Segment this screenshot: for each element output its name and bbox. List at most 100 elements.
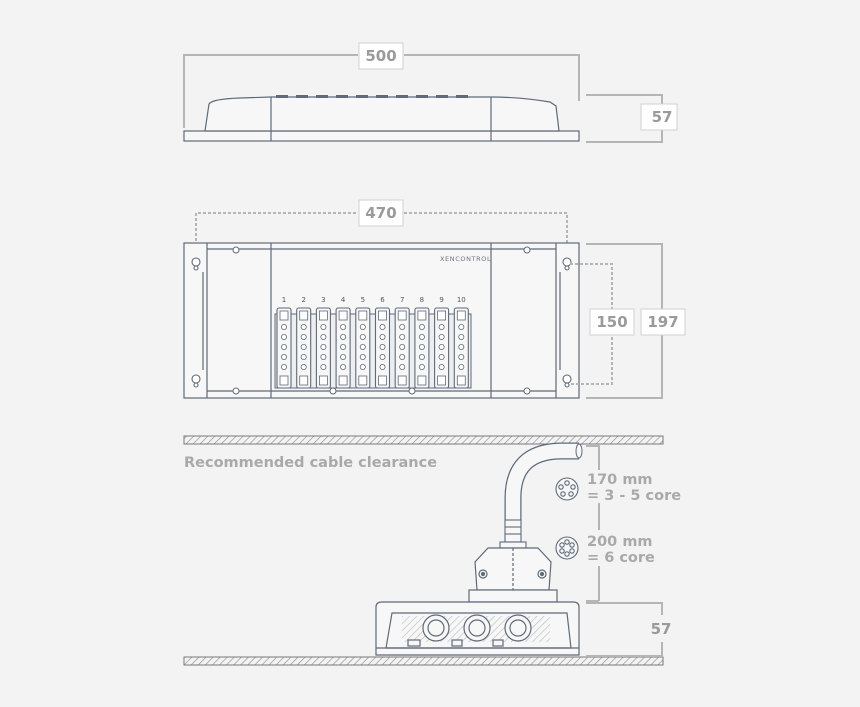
terminal-clamp	[358, 375, 368, 386]
clearance-view: Recommended cable clearance	[183, 435, 681, 666]
terminal-screw	[379, 333, 386, 340]
terminal-screw	[418, 353, 425, 360]
terminal-screw	[320, 363, 327, 370]
top-view: 500 57	[183, 42, 678, 143]
terminal-block: 9	[434, 296, 450, 389]
terminal-screw	[359, 323, 366, 330]
channel-label: 3	[321, 296, 325, 304]
top-width-label: 500	[365, 47, 396, 65]
spec-5core-length: 170 mm	[587, 472, 653, 488]
terminal-screw	[418, 333, 425, 340]
spec-6core-length: 200 mm	[587, 534, 653, 550]
terminal-clamp	[338, 375, 348, 386]
terminal-clamp	[437, 375, 447, 386]
terminal-screw	[418, 323, 425, 330]
channel-label: 2	[301, 296, 305, 304]
cable-end	[575, 443, 583, 459]
terminal-screw	[458, 323, 465, 330]
mount-height-label: 150	[596, 313, 627, 331]
terminal-clamp	[456, 310, 466, 321]
terminal-clamp	[358, 310, 368, 321]
terminal-screw	[280, 323, 287, 330]
terminal-clamp	[279, 375, 289, 386]
terminal-clamp	[299, 310, 309, 321]
ceiling-hatch	[183, 435, 664, 445]
terminal-clamp	[299, 375, 309, 386]
cable-ports	[407, 614, 532, 647]
terminal-block: 8	[414, 296, 430, 389]
terminal-clamp	[437, 310, 447, 321]
terminal-screw	[300, 333, 307, 340]
mounting-keyholes	[191, 257, 572, 388]
clearance-dimension	[586, 445, 600, 602]
terminal-clamp	[417, 310, 427, 321]
terminal-block: 7	[394, 296, 410, 389]
channel-label: 7	[400, 296, 404, 304]
terminal-block: 10	[453, 296, 469, 389]
junction-housing	[468, 547, 558, 603]
mount-width-label: 470	[365, 204, 396, 222]
terminal-screw	[300, 323, 307, 330]
terminal-block: 5	[355, 296, 371, 389]
terminal-screw	[340, 343, 347, 350]
terminal-screw	[418, 363, 425, 370]
terminal-screw	[458, 363, 465, 370]
mount-height-label-box	[589, 308, 635, 336]
terminal-block: 2	[296, 296, 312, 389]
channel-label: 10	[457, 296, 466, 304]
five-core-cable-section	[555, 477, 579, 501]
mount-width-label-box	[358, 199, 404, 227]
terminal-screw	[340, 323, 347, 330]
terminal-screw	[458, 343, 465, 350]
terminal-screw	[359, 343, 366, 350]
top-width-dimension	[183, 54, 580, 128]
channel-label: 9	[439, 296, 443, 304]
terminal-screw	[399, 333, 406, 340]
terminal-screw	[320, 343, 327, 350]
height-label-box	[640, 103, 678, 131]
cover-screws	[232, 246, 531, 395]
terminal-block: 3	[315, 296, 331, 389]
terminal-screw	[280, 353, 287, 360]
terminal-screw	[399, 323, 406, 330]
terminal-clamp	[397, 310, 407, 321]
terminal-clamp	[318, 375, 328, 386]
terminal-screw	[359, 333, 366, 340]
top-ridge-studs	[276, 95, 468, 98]
base-height-dimension	[586, 602, 663, 657]
clearance-title: Recommended cable clearance	[184, 455, 437, 471]
terminal-clamp	[338, 310, 348, 321]
terminal-screw	[359, 363, 366, 370]
terminal-screw	[340, 353, 347, 360]
terminal-screw	[359, 353, 366, 360]
cable-body	[505, 443, 579, 520]
channel-label: 4	[341, 296, 346, 304]
terminal-screw	[379, 323, 386, 330]
terminal-screw	[458, 333, 465, 340]
terminal-screw	[418, 343, 425, 350]
channel-label: 1	[282, 296, 286, 304]
terminal-screw	[399, 353, 406, 360]
terminal-screw	[300, 343, 307, 350]
channel-label: 6	[380, 296, 385, 304]
channel-label: 5	[361, 296, 365, 304]
terminal-clamp	[378, 310, 387, 321]
terminal-screw	[320, 333, 327, 340]
six-core-cable-section	[555, 536, 579, 560]
terminal-screw	[340, 363, 347, 370]
terminal-screw	[280, 363, 287, 370]
floor-hatch	[183, 656, 664, 666]
width-label-box	[358, 42, 404, 70]
total-height-label-box	[640, 308, 686, 336]
base-height-label: 57	[651, 620, 672, 638]
terminal-screw	[300, 353, 307, 360]
terminal-clamp	[417, 375, 427, 386]
terminal-screw	[438, 343, 445, 350]
spec-5core-type: = 3 - 5 core	[587, 488, 681, 504]
terminal-clamp	[456, 375, 466, 386]
terminal-screw	[399, 343, 406, 350]
terminal-blocks: 1 2 3 4 5 6 7 8 9 10	[276, 296, 469, 389]
